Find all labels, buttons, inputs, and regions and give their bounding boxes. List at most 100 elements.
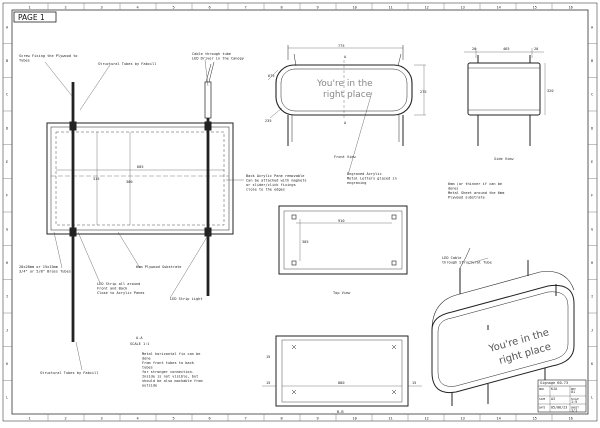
title-block-key: DRW — [539, 387, 544, 391]
iso-box-front — [431, 284, 575, 394]
col-number-top: 9 — [317, 6, 319, 10]
tube-bottom-right — [204, 227, 212, 237]
title-block-value: 05/06/23 — [551, 406, 567, 410]
col-number-bottom: 11 — [389, 417, 393, 421]
bb-dim-height: 15 — [266, 355, 270, 359]
col-number-bottom: 12 — [425, 417, 429, 421]
side-dim-height: 320 — [547, 89, 554, 93]
bb-inner — [281, 339, 403, 403]
box-inner — [50, 126, 230, 231]
title-block-value: 01 — [571, 390, 575, 394]
note-structural-tubes-bottom: Structural Tubes by Fabcill — [40, 371, 98, 375]
row-letter-right: A — [591, 25, 594, 29]
row-letter-right: D — [591, 126, 593, 130]
section-aa-dim-width: 685 — [137, 165, 144, 169]
tube-bottom-left — [69, 227, 77, 237]
row-letter-left: K — [6, 362, 9, 366]
title-block-value: A3 — [551, 397, 555, 401]
row-letter-left: B — [6, 59, 8, 63]
col-number-top: 10 — [353, 6, 357, 10]
title-block-value: KJA — [551, 387, 557, 391]
row-letter-left: E — [6, 160, 8, 164]
col-number-top: 2 — [65, 6, 67, 10]
side-dim-d2: 465 — [503, 47, 510, 51]
row-letter-left: G — [6, 227, 8, 231]
col-number-bottom: 7 — [245, 417, 247, 421]
box-outer — [46, 122, 234, 235]
row-letter-right: J — [591, 328, 593, 332]
bb-dim-left: 15 — [266, 381, 270, 385]
col-number-bottom: 10 — [353, 417, 357, 421]
row-letter-right: F — [591, 194, 593, 198]
row-letter-left: I — [6, 295, 8, 299]
col-number-top: 8 — [281, 6, 283, 10]
front-sign-line2: right place — [323, 90, 372, 100]
title-block — [537, 379, 587, 413]
bb-outer — [275, 335, 409, 407]
front-dim-height: 275 — [420, 90, 427, 94]
row-letter-left: F — [6, 194, 8, 198]
col-number-top: 14 — [497, 6, 501, 10]
col-number-top: 13 — [461, 6, 465, 10]
col-number-bottom: 1 — [29, 417, 31, 421]
col-number-top: 4 — [137, 6, 139, 10]
top-view — [278, 205, 408, 275]
page-label: PAGE 1 — [18, 13, 45, 22]
col-number-bottom: 2 — [65, 417, 67, 421]
col-number-top: 16 — [569, 6, 573, 10]
row-letter-right: I — [591, 295, 593, 299]
row-letter-left: H — [6, 261, 8, 265]
front-dim-top: 675 — [268, 74, 275, 78]
side-view — [464, 48, 546, 146]
row-letter-right: L — [591, 396, 593, 400]
side-box — [467, 62, 541, 116]
front-marker-bottom: A — [344, 121, 347, 125]
tube-top-left — [69, 121, 77, 131]
column-ruler: 1122334455667788991010111112121313141415… — [29, 3, 573, 421]
iso-view — [431, 247, 575, 406]
row-letter-left: J — [6, 328, 8, 332]
cable-canopy — [204, 81, 212, 119]
row-letter-left: D — [6, 126, 8, 130]
title-block-key: SCALE — [571, 397, 579, 401]
col-number-bottom: 4 — [137, 417, 139, 421]
annotation-leaders — [44, 59, 373, 371]
row-letter-right: E — [591, 160, 593, 164]
section-aa-view — [46, 61, 234, 342]
col-number-bottom: 15 — [533, 417, 537, 421]
title-block-key: SIZE — [539, 397, 546, 401]
section-aa-dim-inner: 300 — [126, 180, 133, 184]
side-dim-d1: 20 — [472, 47, 476, 51]
col-number-bottom: 14 — [497, 417, 501, 421]
col-number-top: 11 — [389, 6, 393, 10]
col-number-bottom: 3 — [101, 417, 103, 421]
side-dim-d3: 20 — [534, 47, 538, 51]
title-block-value: 1:5 — [571, 400, 577, 404]
col-number-top: 1 — [29, 6, 31, 10]
front-sign-line1: You're in the — [316, 79, 373, 89]
col-number-bottom: 9 — [317, 417, 319, 421]
top-dim-width: 910 — [338, 219, 345, 223]
note-led-strip-light: LED Strip Light — [170, 297, 202, 301]
col-number-bottom: 6 — [209, 417, 211, 421]
front-dim-side: 235 — [265, 119, 272, 123]
section-aa-dim-height: 315 — [93, 177, 100, 181]
col-number-top: 6 — [209, 6, 211, 10]
page-label-box — [13, 11, 57, 23]
section-aa-label: A-A — [136, 336, 143, 340]
title-block-value: 1/1 — [571, 409, 577, 413]
row-letter-right: B — [591, 59, 593, 63]
row-letter-right: H — [591, 261, 593, 265]
bb-dim-right: 15 — [412, 381, 416, 385]
section-bb-view — [262, 335, 422, 407]
row-letter-left: C — [6, 93, 8, 97]
row-letter-right: K — [591, 362, 594, 366]
